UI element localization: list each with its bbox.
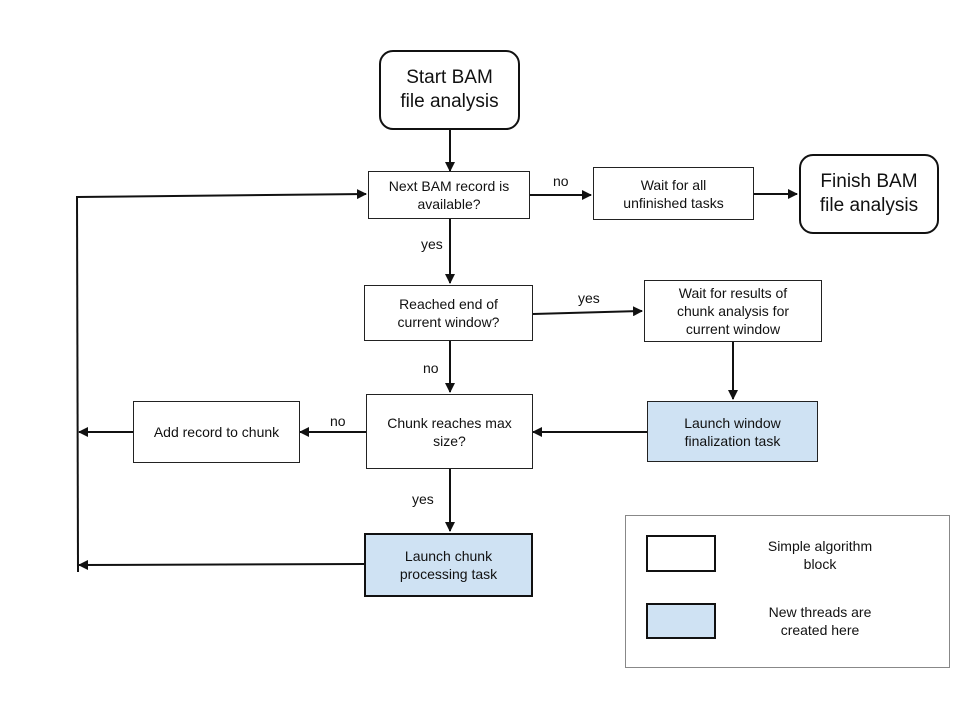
add-record-to-chunk: Add record to chunk xyxy=(133,401,300,463)
edge-launch-chunk-to-loop xyxy=(78,559,365,570)
launch-chunk-processing: Launch chunk processing task xyxy=(364,533,533,597)
label-next-no: no xyxy=(553,173,569,189)
launch-window-finalization: Launch window finalization task xyxy=(647,401,818,462)
wait-chunk-results: Wait for results of chunk analysis for c… xyxy=(644,280,822,342)
finish-node: Finish BAM file analysis xyxy=(799,154,939,234)
legend-simple-swatch xyxy=(646,535,716,572)
edge-window-yes xyxy=(532,306,643,317)
legend-panel xyxy=(625,515,950,668)
edge-loop-to-next xyxy=(76,189,367,200)
loop-back-line xyxy=(76,195,79,573)
legend-thread-swatch xyxy=(646,603,716,639)
label-window-no: no xyxy=(423,360,439,376)
label-chunk-yes: yes xyxy=(412,491,434,507)
next-record-decision: Next BAM record is available? xyxy=(368,171,530,219)
label-next-yes: yes xyxy=(421,236,443,252)
legend-thread-label: New threads are created here xyxy=(768,604,872,638)
legend-simple-label: Simple algorithm block xyxy=(767,538,873,572)
label-window-yes: yes xyxy=(578,290,600,306)
start-node: Start BAM file analysis xyxy=(379,50,520,130)
label-chunk-no: no xyxy=(330,413,346,429)
chunk-max-decision: Chunk reaches max size? xyxy=(366,394,533,469)
wait-unfinished-tasks: Wait for all unfinished tasks xyxy=(593,167,754,220)
end-of-window-decision: Reached end of current window? xyxy=(364,285,533,341)
